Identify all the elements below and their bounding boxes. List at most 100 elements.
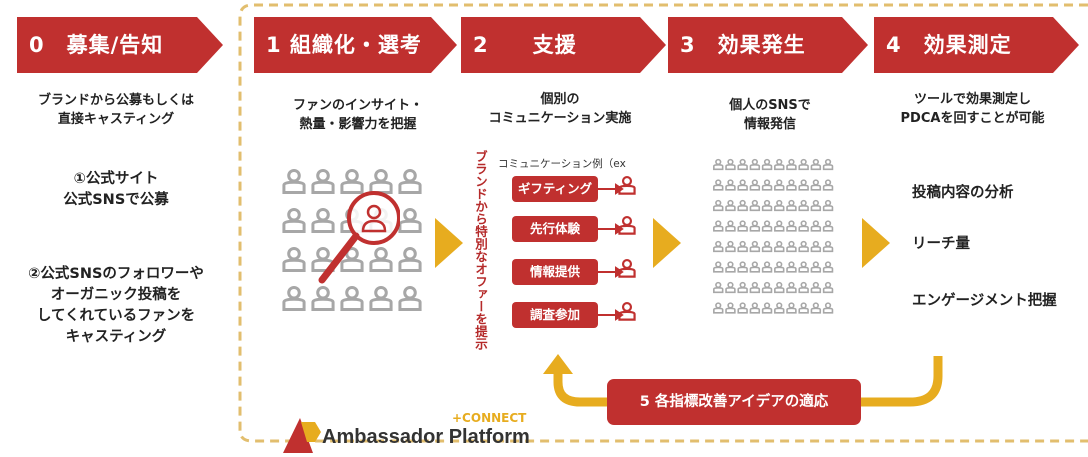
step-1-label: 1 組織化・選考 xyxy=(266,33,422,57)
ambassador-person-icons xyxy=(618,175,636,321)
logo-name: Ambassador Platform xyxy=(322,426,530,448)
posting-person-icon xyxy=(713,158,724,171)
step-4-label: 4 効果測定 xyxy=(886,33,1012,57)
posting-person-icon xyxy=(774,281,785,294)
posting-person-icon xyxy=(737,261,748,273)
fan-person-icon xyxy=(282,285,306,312)
posting-person-icon xyxy=(810,179,822,191)
posting-person-icon xyxy=(713,240,724,253)
recruit-method-1: ①公式サイト 公式SNSで公募 xyxy=(63,171,169,208)
posting-person-icon xyxy=(822,302,834,314)
posting-person-icon xyxy=(810,261,822,273)
posting-person-icon xyxy=(786,158,797,171)
step-2-header: 2 支援 xyxy=(461,17,666,73)
posting-person-icon xyxy=(761,179,773,191)
posting-person-icon xyxy=(810,240,822,253)
posting-person-icon xyxy=(810,302,822,314)
posting-person-icon xyxy=(786,261,797,273)
recruit-method-2: ②公式SNSのフォロワーや オーガニック投稿を してくれているファンを キャステ… xyxy=(28,266,204,345)
fan-person-icon xyxy=(340,168,364,195)
posting-person-icon xyxy=(786,302,797,314)
step-0-header: 0 募集/告知 xyxy=(17,17,223,73)
logo-tagline: +CONNECT xyxy=(452,411,527,425)
posting-person-icon xyxy=(749,281,761,294)
posting-person-icon xyxy=(822,281,834,294)
fan-person-icon xyxy=(311,207,335,234)
posting-person-icon xyxy=(761,220,773,232)
posting-person-icon xyxy=(737,158,748,171)
posting-person-icon xyxy=(725,261,736,273)
communication-example-caption: コミュニケーション例（ex xyxy=(498,158,626,170)
posting-person-icon xyxy=(822,240,834,253)
fan-person-icon xyxy=(398,246,422,273)
posting-person-icon xyxy=(774,199,785,212)
posting-person-icon xyxy=(749,220,761,232)
posting-person-icon xyxy=(810,199,822,212)
posting-person-icon xyxy=(749,261,761,273)
fan-person-icon xyxy=(311,285,335,312)
posting-person-icon xyxy=(810,220,822,232)
ambassador-person-icon xyxy=(618,301,636,321)
posting-person-icon xyxy=(725,281,736,294)
fan-person-icon xyxy=(282,168,306,195)
posting-person-icon xyxy=(798,220,809,232)
step-3-description: 個人のSNSで 情報発信 xyxy=(729,98,811,132)
pill-survey: 調査参加 xyxy=(512,302,598,328)
posting-person-icon xyxy=(749,302,761,314)
posting-person-icon xyxy=(761,158,773,171)
sns-posting-fans-icons xyxy=(713,158,834,314)
posting-person-icon xyxy=(822,220,834,232)
posting-person-icon xyxy=(737,220,748,232)
step-3-header: 3 効果発生 xyxy=(668,17,868,73)
posting-person-icon xyxy=(786,199,797,212)
fan-person-icon xyxy=(369,246,393,273)
posting-person-icon xyxy=(798,261,809,273)
posting-person-icon xyxy=(749,199,761,212)
posting-person-icon xyxy=(798,179,809,191)
step-0-description: ブランドから公募もしくは 直接キャスティング xyxy=(37,93,194,127)
posting-person-icon xyxy=(761,281,773,294)
posting-person-icon xyxy=(822,261,834,273)
flow-arrow-2 xyxy=(653,218,681,268)
posting-person-icon xyxy=(725,220,736,232)
posting-person-icon xyxy=(749,179,761,191)
posting-person-icon xyxy=(737,281,748,294)
posting-person-icon xyxy=(786,220,797,232)
flow-arrow-1 xyxy=(435,218,463,268)
posting-person-icon xyxy=(798,199,809,212)
fan-person-icon xyxy=(398,207,422,234)
posting-person-icon xyxy=(774,240,785,253)
posting-person-icon xyxy=(713,261,724,273)
posting-person-icon xyxy=(822,199,834,212)
step-4-description: ツールで効果測定し PDCAを回すことが可能 xyxy=(900,92,1045,126)
posting-person-icon xyxy=(798,158,809,171)
fan-person-icon xyxy=(311,168,335,195)
step-1-header: 1 組織化・選考 xyxy=(254,17,457,73)
posting-person-icon xyxy=(749,240,761,253)
posting-person-icon xyxy=(761,240,773,253)
feedback-improvement-label: 5 各指標改善アイデアの適応 xyxy=(607,379,861,425)
posting-person-icon xyxy=(713,281,724,294)
posting-person-icon xyxy=(774,179,785,191)
posting-person-icon xyxy=(798,281,809,294)
posting-person-icon xyxy=(713,179,724,191)
step-2-description: 個別の コミュニケーション実施 xyxy=(488,92,632,126)
pill-early-access: 先行体験 xyxy=(512,216,598,242)
effect-post-analysis: 投稿内容の分析 xyxy=(912,185,1014,201)
posting-person-icon xyxy=(713,199,724,212)
posting-person-icon xyxy=(761,199,773,212)
posting-person-icon xyxy=(713,302,724,314)
step-4-header: 4 効果測定 xyxy=(874,17,1079,73)
posting-person-icon xyxy=(737,240,748,253)
ambassador-person-icon xyxy=(618,258,636,278)
posting-person-icon xyxy=(761,261,773,273)
fan-person-icon xyxy=(282,246,306,273)
pill-gifting: ギフティング xyxy=(512,176,598,202)
fan-group-icons xyxy=(282,168,422,312)
posting-person-icon xyxy=(725,158,736,171)
posting-person-icon xyxy=(798,240,809,253)
effect-reach: リーチ量 xyxy=(912,236,970,252)
step-1-description: ファンのインサイト・ 熱量・影響力を把握 xyxy=(292,98,423,132)
posting-person-icon xyxy=(798,302,809,314)
